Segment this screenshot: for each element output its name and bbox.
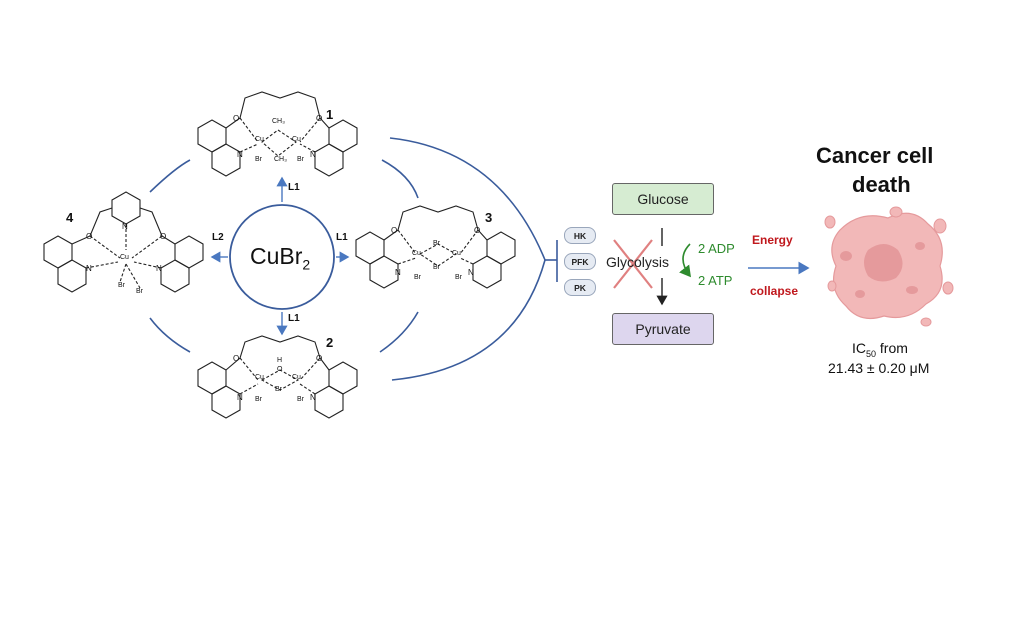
c4-o-right: O: [160, 232, 167, 241]
c2-o-left: O: [233, 354, 240, 363]
ic50-label: IC50 from: [852, 340, 908, 359]
adp-label: 2 ADP: [698, 241, 735, 256]
ic50-value: 21.43 ± 0.20 μM: [828, 360, 930, 376]
c2-br-left: Br: [255, 396, 262, 403]
c4-n-right: N: [156, 264, 162, 273]
complex-number-1: 1: [326, 107, 334, 122]
c1-ch3-top: CH₃: [272, 118, 285, 125]
c3-o-right: O: [474, 226, 481, 235]
ic50-subscript: 50: [866, 348, 877, 359]
c3-cu-right: Cu: [452, 250, 461, 257]
cubr2-circle: [229, 204, 335, 310]
pathway-arrows: [656, 228, 691, 306]
complex-number-4: 4: [66, 210, 74, 225]
enzyme-pk: PK: [564, 279, 596, 296]
c4-br-left: Br: [118, 282, 125, 289]
c1-br-right: Br: [297, 156, 304, 163]
c1-o-right: O: [316, 114, 323, 123]
enzyme-pfk: PFK: [564, 253, 596, 270]
c3-br-top: Br: [433, 240, 440, 247]
c3-br-mid: Br: [433, 264, 440, 271]
cubr2-subscript: 2: [302, 256, 311, 273]
c3-o-left: O: [391, 226, 398, 235]
ligand-label-right: L1: [336, 232, 348, 243]
ic50-prefix: IC: [852, 340, 866, 356]
c2-n-left: N: [237, 393, 243, 402]
c1-cu-left: Cu: [255, 136, 264, 143]
c1-n-right: N: [310, 150, 316, 159]
cancer-cell-icon: [824, 206, 954, 327]
c3-n-right: N: [468, 268, 474, 277]
c3-n-left: N: [395, 268, 401, 277]
c4-n-pyridine: N: [122, 222, 128, 231]
pyruvate-box: Pyruvate: [612, 313, 714, 345]
outcome-title-line1: Cancer cell: [816, 143, 934, 168]
energy-label: Energy: [752, 233, 793, 247]
c1-o-left: O: [233, 114, 240, 123]
c2-o-bridge: O: [277, 366, 283, 373]
c2-h: H: [277, 357, 283, 364]
c1-n-left: N: [237, 150, 243, 159]
glucose-box: Glucose: [612, 183, 714, 215]
c1-ch3-bottom: CH₃: [274, 156, 287, 163]
c3-br-left: Br: [414, 274, 421, 281]
complex-number-2: 2: [326, 335, 334, 350]
glycolysis-blocked-cross: [613, 239, 653, 289]
atp-label: 2 ATP: [698, 273, 733, 288]
ligand-label-down: L1: [288, 313, 300, 324]
c2-br-right: Br: [297, 396, 304, 403]
c4-n-left: N: [86, 264, 92, 273]
inhibition-bar: [545, 240, 558, 282]
c3-br-right: Br: [455, 274, 462, 281]
enclosing-arcs: [149, 137, 546, 381]
c4-o-left: O: [86, 232, 93, 241]
complex-number-3: 3: [485, 210, 493, 225]
c2-o-right: O: [316, 354, 323, 363]
c2-cu-right: Cu: [292, 374, 301, 381]
c1-br-left: Br: [255, 156, 262, 163]
c2-cu-left: Cu: [255, 374, 264, 381]
complex-1-structure: [197, 91, 358, 177]
c3-cu-left: Cu: [412, 250, 421, 257]
collapse-label: collapse: [750, 284, 799, 298]
ligand-label-left: L2: [212, 232, 224, 243]
ligand-arrows: [210, 176, 350, 336]
c1-cu-right: Cu: [292, 136, 301, 143]
enzyme-hk: HK: [564, 227, 596, 244]
glycolysis-label: Glycolysis: [606, 254, 670, 270]
c2-br-mid: Br: [275, 386, 282, 393]
complex-3-structure: [355, 205, 516, 289]
outcome-title-line2: death: [852, 172, 911, 197]
ligand-label-up: L1: [288, 182, 300, 193]
c2-n-right: N: [310, 393, 316, 402]
complex-2-structure: [197, 335, 358, 419]
c4-br-right: Br: [136, 288, 143, 295]
cubr2-label: CuBr2: [250, 243, 310, 273]
complex-4-structure: [43, 191, 204, 293]
c4-cu: Cu: [120, 254, 129, 261]
cubr2-base: CuBr: [250, 243, 303, 269]
ic50-suffix: from: [876, 340, 908, 356]
